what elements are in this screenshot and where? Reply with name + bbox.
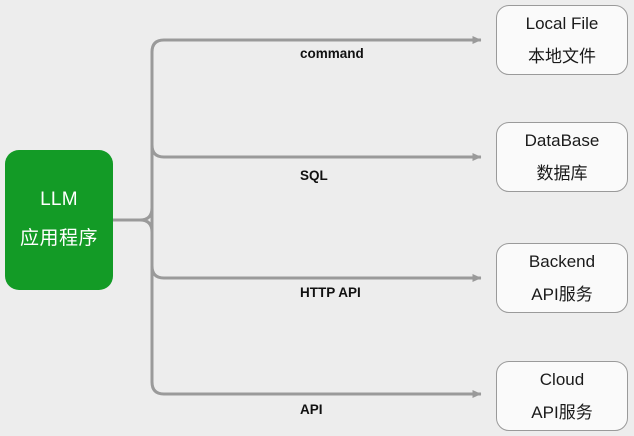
node-llm-application[interactable]: LLM 应用程序 [5, 150, 113, 290]
node-llm-application-label-zh: 应用程序 [19, 228, 98, 249]
node-database[interactable]: DataBase 数据库 [496, 122, 628, 192]
node-local-file-label-en: Local File [525, 13, 599, 33]
edge-label-api: API [300, 402, 323, 417]
node-cloud[interactable]: Cloud API服务 [496, 361, 628, 431]
node-local-file[interactable]: Local File 本地文件 [496, 5, 628, 75]
edge-label-command: command [300, 46, 364, 61]
connector-http-api [150, 265, 482, 282]
node-cloud-label-zh: API服务 [531, 402, 593, 422]
node-backend-label-en: Backend [528, 251, 596, 271]
node-backend-label-zh: API服务 [531, 284, 593, 304]
node-llm-application-label-en: LLM [40, 189, 78, 211]
connector-api [150, 381, 482, 398]
connector-source-stub-lower [113, 218, 154, 233]
node-backend[interactable]: Backend API服务 [496, 243, 628, 313]
edge-label-sql: SQL [300, 168, 328, 183]
connector-sql [150, 144, 482, 161]
connector-command [150, 36, 482, 53]
node-database-label-en: DataBase [524, 130, 600, 150]
edge-label-http-api: HTTP API [300, 285, 361, 300]
node-local-file-label-zh: 本地文件 [528, 46, 596, 66]
node-cloud-label-en: Cloud [539, 369, 585, 389]
node-database-label-zh: 数据库 [536, 163, 588, 183]
connector-source-stub [113, 207, 154, 222]
